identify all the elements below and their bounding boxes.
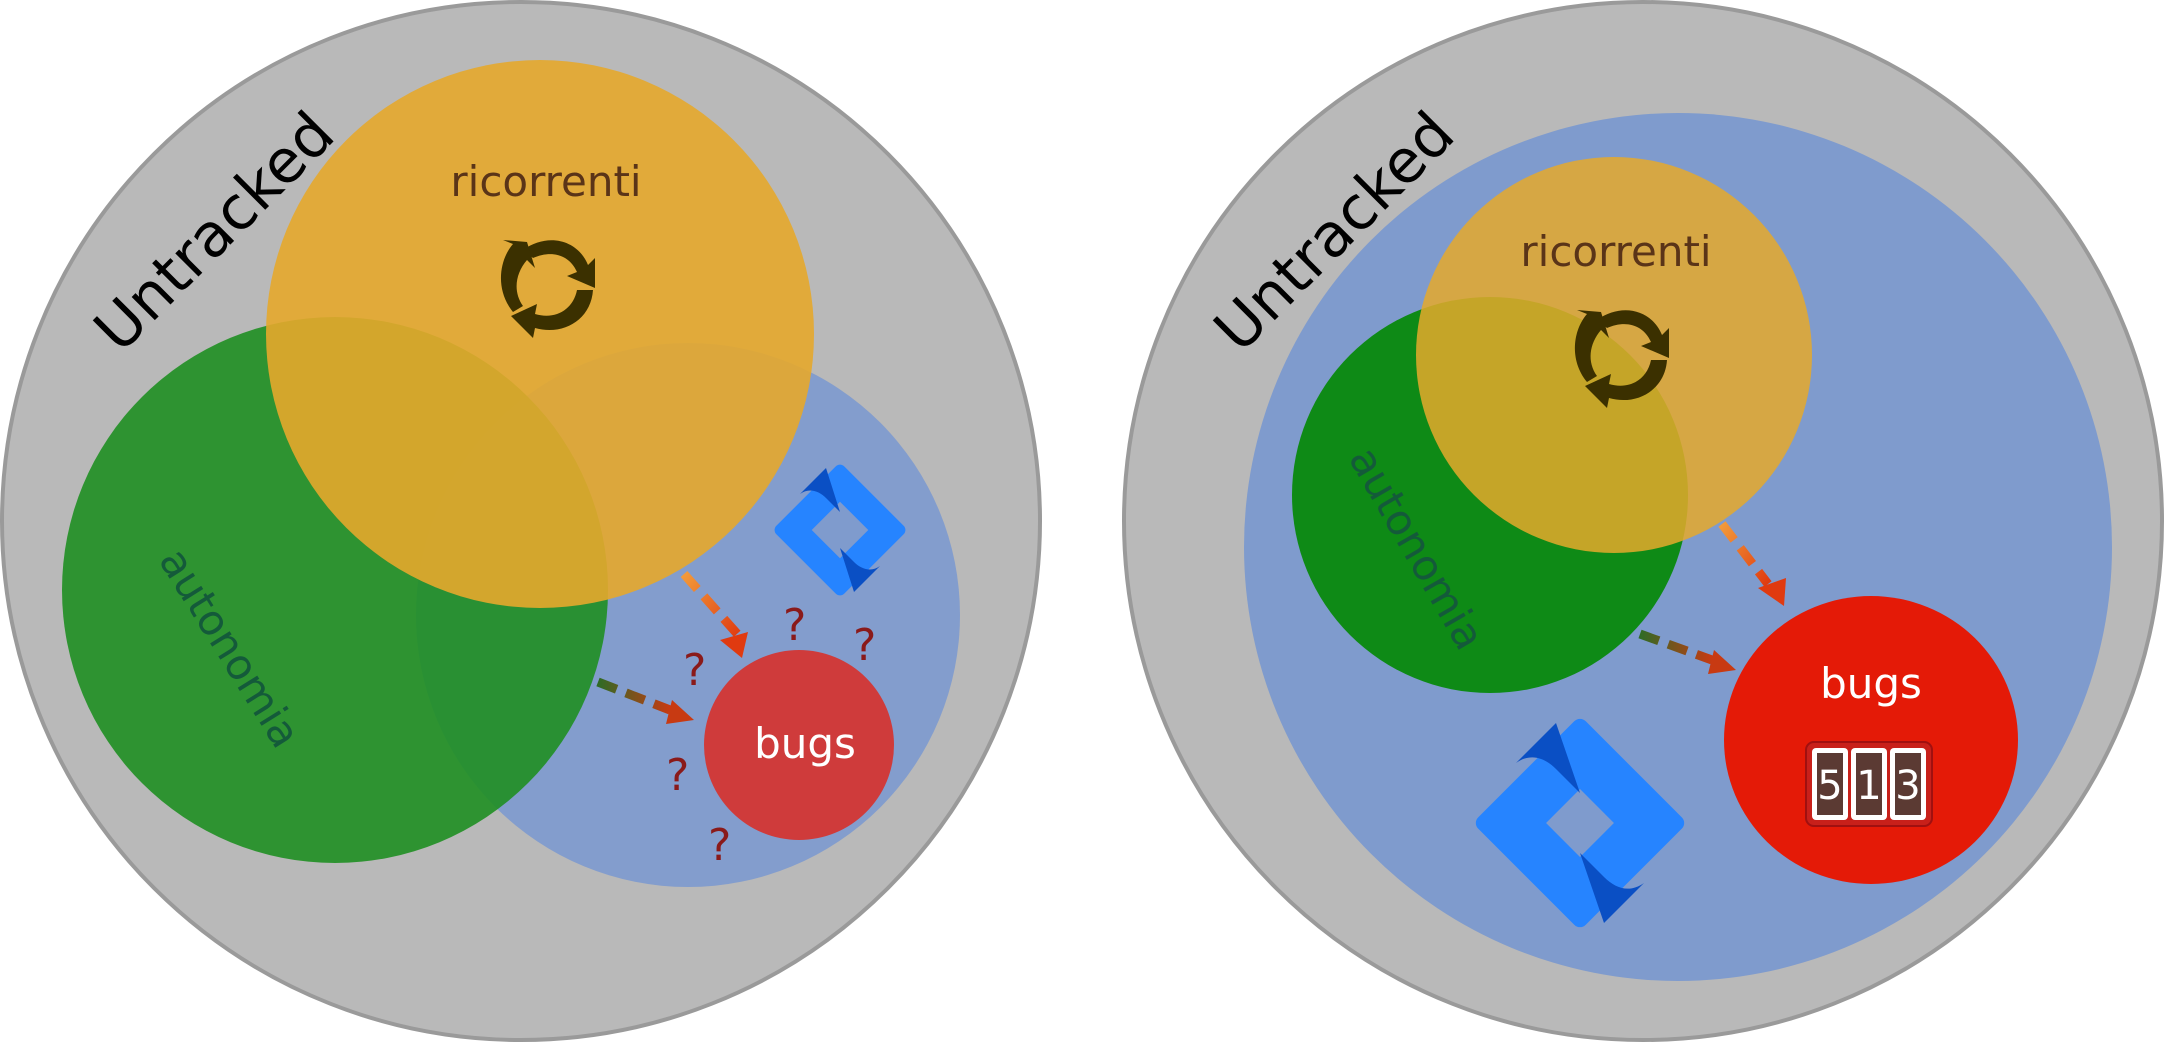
- question-mark: ?: [853, 620, 876, 671]
- counter-digit: 3: [1895, 763, 1920, 809]
- left-bugs-label: bugs: [754, 719, 856, 768]
- right-jira-logo-icon: [1475, 718, 1685, 928]
- counter-digit: 1: [1856, 763, 1881, 809]
- question-mark: ?: [783, 600, 806, 651]
- right-diagram: Untracked ricorrenti autonomia bugs 5 1 …: [1122, 0, 2164, 1042]
- right-counter-icon: 5 1 3: [1805, 741, 1933, 827]
- question-mark: ?: [708, 820, 731, 871]
- left-question-marks: ? ? ? ? ?: [666, 600, 876, 871]
- left-recurring-circle: [266, 60, 814, 608]
- right-bugs-circle: [1724, 596, 2018, 884]
- left-recycle-arrows-icon: [500, 240, 595, 338]
- right-dashed-arrow-icon: [1718, 521, 1786, 606]
- left-recurring-label: ricorrenti: [450, 157, 641, 206]
- counter-digit: 5: [1817, 763, 1842, 809]
- right-recycle-arrows-icon: [1574, 310, 1669, 408]
- left-bugs-circle: [704, 650, 894, 840]
- right-bugs-label: bugs: [1820, 659, 1922, 708]
- right-recurring-label: ricorrenti: [1520, 227, 1711, 276]
- left-dashed-arrow-icon: [680, 571, 748, 658]
- right-dashed-arrow-icon: [1638, 629, 1736, 674]
- question-mark: ?: [666, 750, 689, 801]
- left-dashed-arrow-icon: [596, 677, 694, 724]
- question-mark: ?: [683, 645, 706, 696]
- left-jira-logo-icon: [774, 464, 906, 596]
- left-diagram: Untracked ricorrenti autonomia bugs ? ? …: [0, 0, 1042, 1042]
- right-recurring-circle: [1416, 157, 1812, 553]
